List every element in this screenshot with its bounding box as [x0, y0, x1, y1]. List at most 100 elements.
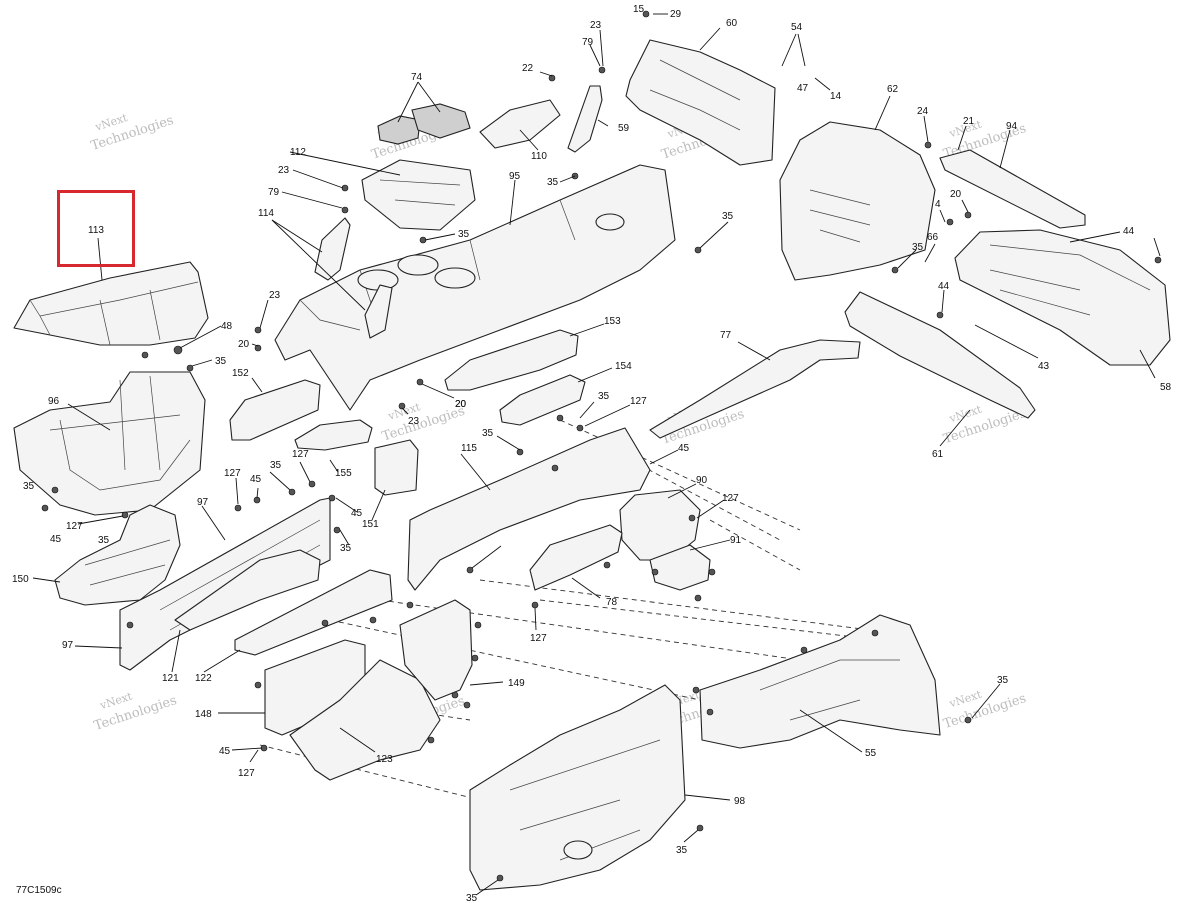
callout-label: 35 — [676, 845, 688, 856]
callout-label: 62 — [887, 84, 899, 95]
callout-label: 127 — [66, 521, 83, 532]
callout-label: 45 — [250, 474, 262, 485]
callout-label: 115 — [461, 443, 477, 454]
callout-labels: 15 29 60 54 23 79 22 74 47 14 62 59 110 … — [12, 4, 1172, 903]
callout-label: 35 — [912, 242, 924, 253]
part-94-trim — [939, 149, 1086, 229]
part-59-handle — [567, 85, 603, 153]
callout-label: 79 — [268, 187, 280, 198]
part-110-bracket — [479, 99, 561, 149]
part-112-tray — [361, 159, 476, 231]
callout-label: 55 — [865, 748, 877, 759]
part-154-pad — [499, 374, 586, 426]
part-151-block — [374, 439, 419, 496]
callout-label: 98 — [734, 796, 746, 807]
callout-label: 94 — [1006, 121, 1018, 132]
callout-label: 35 — [722, 211, 734, 222]
part-91-piece — [649, 544, 711, 591]
part-55-panel — [699, 614, 941, 749]
callout-label: 90 — [696, 475, 708, 486]
callout-label: 122 — [195, 673, 212, 684]
callout-label: 127 — [238, 768, 255, 779]
callout-label: 14 — [830, 91, 842, 102]
part-153-pad — [444, 329, 579, 391]
part-115-panel — [407, 427, 651, 591]
part-62-panel — [779, 121, 936, 281]
callout-label: 47 — [797, 83, 809, 94]
callout-label: 155 — [335, 468, 352, 479]
callout-label: 150 — [12, 574, 29, 585]
callout-label: 97 — [197, 497, 209, 508]
drawing-reference: 77C1509c — [16, 885, 62, 896]
callout-label: 23 — [278, 165, 290, 176]
part-122-trim — [234, 569, 393, 656]
callout-label: 110 — [531, 151, 547, 162]
part-150-pad — [54, 504, 181, 606]
callout-label: 95 — [509, 171, 521, 182]
callout-label: 60 — [726, 18, 738, 29]
highlight-box-part-113 — [57, 190, 135, 267]
part-114-post — [314, 217, 393, 339]
callout-label: 127 — [224, 468, 241, 479]
callout-label: 45 — [678, 443, 690, 454]
callout-label: 123 — [376, 754, 393, 765]
callout-label: 35 — [482, 428, 494, 439]
callout-label: 114 — [258, 208, 274, 219]
callout-label: 20 — [455, 399, 467, 410]
callout-label: 78 — [606, 597, 618, 608]
part-123-bracket — [289, 659, 441, 781]
callout-label: 35 — [598, 391, 610, 402]
callout-label: 59 — [618, 123, 630, 134]
callout-label: 23 — [590, 20, 602, 31]
part-58-bin — [954, 229, 1171, 366]
part-77-bar — [649, 339, 861, 439]
callout-label: 45 — [50, 534, 62, 545]
callout-label: 35 — [98, 535, 110, 546]
callout-label: 20 — [950, 189, 962, 200]
callout-label: 58 — [1160, 382, 1172, 393]
callout-label: 152 — [232, 368, 249, 379]
callout-label: 127 — [722, 493, 739, 504]
part-61-trim — [844, 291, 1036, 419]
part-113-label: 113 — [88, 225, 104, 236]
part-96-bin — [13, 371, 206, 516]
callout-label: 35 — [23, 481, 35, 492]
callout-label: 154 — [615, 361, 632, 372]
callout-label: 21 — [963, 116, 975, 127]
callout-label: 151 — [362, 519, 379, 530]
callout-label: 127 — [292, 449, 309, 460]
callout-label: 96 — [48, 396, 60, 407]
callout-label: 23 — [269, 290, 281, 301]
part-121-trim — [174, 549, 321, 631]
callout-label: 24 — [917, 106, 929, 117]
part-90-piece — [619, 489, 701, 561]
callout-label: 44 — [938, 281, 950, 292]
callout-label: 29 — [670, 9, 682, 20]
callout-label: 121 — [162, 673, 179, 684]
part-149-block — [399, 599, 473, 701]
callout-label: 23 — [408, 416, 420, 427]
callout-label: 44 — [1123, 226, 1135, 237]
callout-label: 20 — [238, 339, 250, 350]
part-95-console — [274, 164, 676, 411]
part-155-pad — [294, 419, 373, 451]
fastener-group — [41, 10, 1162, 882]
callout-label: 112 — [290, 147, 306, 158]
callout-label: 61 — [932, 449, 944, 460]
callout-label: 35 — [215, 356, 227, 367]
callout-label: 48 — [221, 321, 233, 332]
callout-label: 91 — [730, 535, 742, 546]
callout-label: 45 — [219, 746, 231, 757]
callout-label: 35 — [547, 177, 559, 188]
callout-label: 148 — [195, 709, 212, 720]
callout-label: 54 — [791, 22, 803, 33]
callout-label: 74 — [411, 72, 423, 83]
callout-label: 35 — [458, 229, 470, 240]
callout-label: 4 — [935, 199, 941, 210]
part-113-cover — [13, 261, 209, 346]
callout-label: 15 — [633, 4, 645, 15]
callout-label: 22 — [522, 63, 534, 74]
part-152-pad — [229, 379, 321, 441]
callout-label: 149 — [508, 678, 525, 689]
